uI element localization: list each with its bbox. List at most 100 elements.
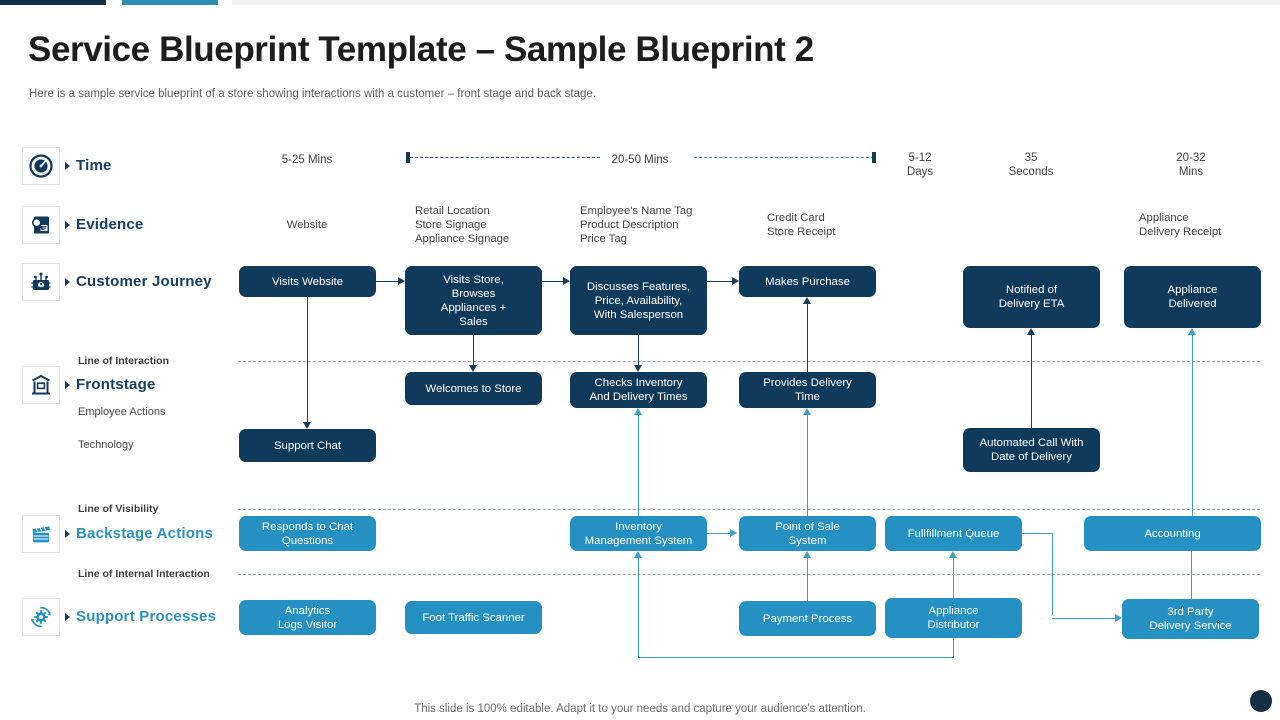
connector-journey-3 [707,281,732,283]
connector-fullfillment-to-3rd-party [1052,618,1115,620]
arrowhead-pos [730,529,737,537]
rail-label-evidence: Evidence [76,216,144,233]
rail-label-frontstage: Frontstage [76,376,156,393]
stopwatch-icon [22,147,60,185]
storefront-icon [22,366,60,404]
connector-accounting-to-appliance-delivered [1192,335,1194,516]
connector-inventory-to-checks [638,415,640,516]
customer-journey-node-discusses-features[interactable]: Discusses Features, Price, Availability,… [570,266,707,335]
evidence-item-3: Employee's Name Tag Product Description … [580,205,693,245]
time-range-cap-right [872,152,876,163]
arrowhead-welcomes [469,365,477,372]
time-range-dash-2 [694,157,874,158]
support-node-payment-process[interactable]: Payment Process [739,601,876,636]
rail-label-backstage-actions: Backstage Actions [76,525,214,542]
customer-journey-node-visits-store[interactable]: Visits Store, Browses Appliances + Sales [405,266,542,335]
rail-label-support-processes: Support Processes [76,608,217,625]
connector-loop-up-to-inventory [638,558,640,658]
chevron-right-icon-customer-journey [65,278,70,286]
footer-note: This slide is 100% editable. Adapt it to… [414,703,866,715]
rail-sublabel-employee-actions: Employee Actions [78,406,166,418]
backstage-node-fullfillment-queue[interactable]: Fullfillment Queue [885,516,1022,551]
arrowhead-3rd-party [1115,614,1122,622]
accent-segment-teal [122,0,218,5]
frontstage-node-automated-call[interactable]: Automated Call With Date of Delivery [963,428,1100,472]
time-label-1: 5-25 Mins [281,154,333,166]
connector-inventory-to-pos [707,533,730,535]
top-accent-bar [0,0,1280,5]
evidence-item-1: Website [286,219,328,231]
rail-sublabel-technology: Technology [78,439,134,451]
evidence-item-5: Appliance Delivery Receipt [1139,212,1222,238]
connector-fullfillment-right [1022,533,1053,535]
support-node-3rd-party-delivery-service[interactable]: 3rd Party Delivery Service [1122,599,1259,639]
swimlane-divider-visibility [238,509,1260,510]
chevron-right-icon-backstage [65,530,70,538]
divider-label-line-of-internal-interaction: Line of Internal Interaction [78,568,210,580]
divider-label-line-of-visibility: Line of Visibility [78,503,159,515]
connector-visits-store-to-welcomes [473,335,475,365]
evidence-item-4: Credit Card Store Receipt [767,212,836,238]
customer-journey-node-makes-purchase[interactable]: Makes Purchase [739,266,876,297]
clapperboard-icon [22,515,60,553]
divider-label-line-of-interaction: Line of Interaction [78,355,170,367]
time-label-5: 20-32 Mins [1176,152,1206,178]
connector-fullfillment-down [1052,533,1054,615]
time-label-4: 35 Seconds [1008,152,1054,178]
customer-journey-node-notified-of-delivery-eta[interactable]: Notified of Delivery ETA [963,266,1100,328]
time-label-3: 5-12 Days [906,152,934,178]
time-range-dash-1 [410,157,600,158]
connector-distributor-to-fullfillment [953,558,955,598]
document-search-icon [22,206,60,244]
chevron-right-icon-time [65,162,70,170]
customer-journey-node-visits-website[interactable]: Visits Website [239,266,376,297]
arrowhead-journey-1 [398,277,405,285]
frontstage-node-welcomes-to-store[interactable]: Welcomes to Store [405,372,542,405]
backstage-node-point-of-sale-system[interactable]: Point of Sale System [739,516,876,551]
connector-payment-to-pos [807,558,809,601]
arrowhead-support-chat [303,422,311,429]
evidence-item-2: Retail Location Store Signage Appliance … [415,205,510,245]
connector-provides-time-to-makes-purchase [807,304,809,372]
accent-segment-light [232,0,1280,5]
arrowhead-checks-inventory [634,365,642,372]
swimlane-divider-internal [238,574,1260,575]
support-node-appliance-distributor[interactable]: Appliance Distributor [885,598,1022,638]
arrowhead-appliance-delivered [1188,328,1196,335]
arrowhead-inventory-from-loop [634,551,642,558]
frontstage-node-checks-inventory[interactable]: Checks Inventory And Delivery Times [570,372,707,408]
time-label-2: 20-50 Mins [611,154,669,166]
swimlane-divider-interaction [238,361,1260,362]
frontstage-node-support-chat[interactable]: Support Chat [239,429,376,462]
chevron-right-icon-support-processes [65,613,70,621]
rail-label-customer-journey: Customer Journey [76,273,212,290]
arrowhead-journey-3 [732,277,739,285]
page-title: Service Blueprint Template – Sample Blue… [28,30,814,69]
connector-journey-2 [542,281,563,283]
connector-journey-1 [376,281,398,283]
arrowhead-notified-eta [1027,328,1035,335]
arrowhead-checks-inventory-teal [634,408,642,415]
connector-discusses-to-checks-inventory [638,335,640,365]
connector-bottom-loop [638,657,954,659]
customer-journey-node-appliance-delivered[interactable]: Appliance Delivered [1124,266,1261,328]
support-node-foot-traffic-scanner[interactable]: Foot Traffic Scanner [405,601,542,634]
arrowhead-makes-purchase [803,297,811,304]
connector-accounting-to-3rd-party [1191,551,1193,599]
time-range-cap-left [406,152,410,163]
backstage-node-inventory-management-system[interactable]: Inventory Management System [570,516,707,551]
chevron-right-icon-frontstage [65,381,70,389]
corner-dot-decoration [1250,690,1272,712]
arrowhead-pos-from-payment [803,551,811,558]
backstage-node-accounting[interactable]: Accounting [1084,516,1261,551]
arrowhead-journey-2 [563,277,570,285]
connector-automated-call-to-notified [1031,335,1033,428]
connector-distributor-down [953,638,955,658]
support-node-analytics-logs-visitor[interactable]: Analytics Logs Visitor [239,600,376,635]
page-subtitle: Here is a sample service blueprint of a … [29,88,596,100]
backstage-node-responds-to-chat[interactable]: Responds to Chat Questions [239,516,376,551]
arrowhead-fullfillment-queue [949,551,957,558]
customer-journey-icon [22,263,60,301]
frontstage-node-provides-delivery-time[interactable]: Provides Delivery Time [739,372,876,408]
